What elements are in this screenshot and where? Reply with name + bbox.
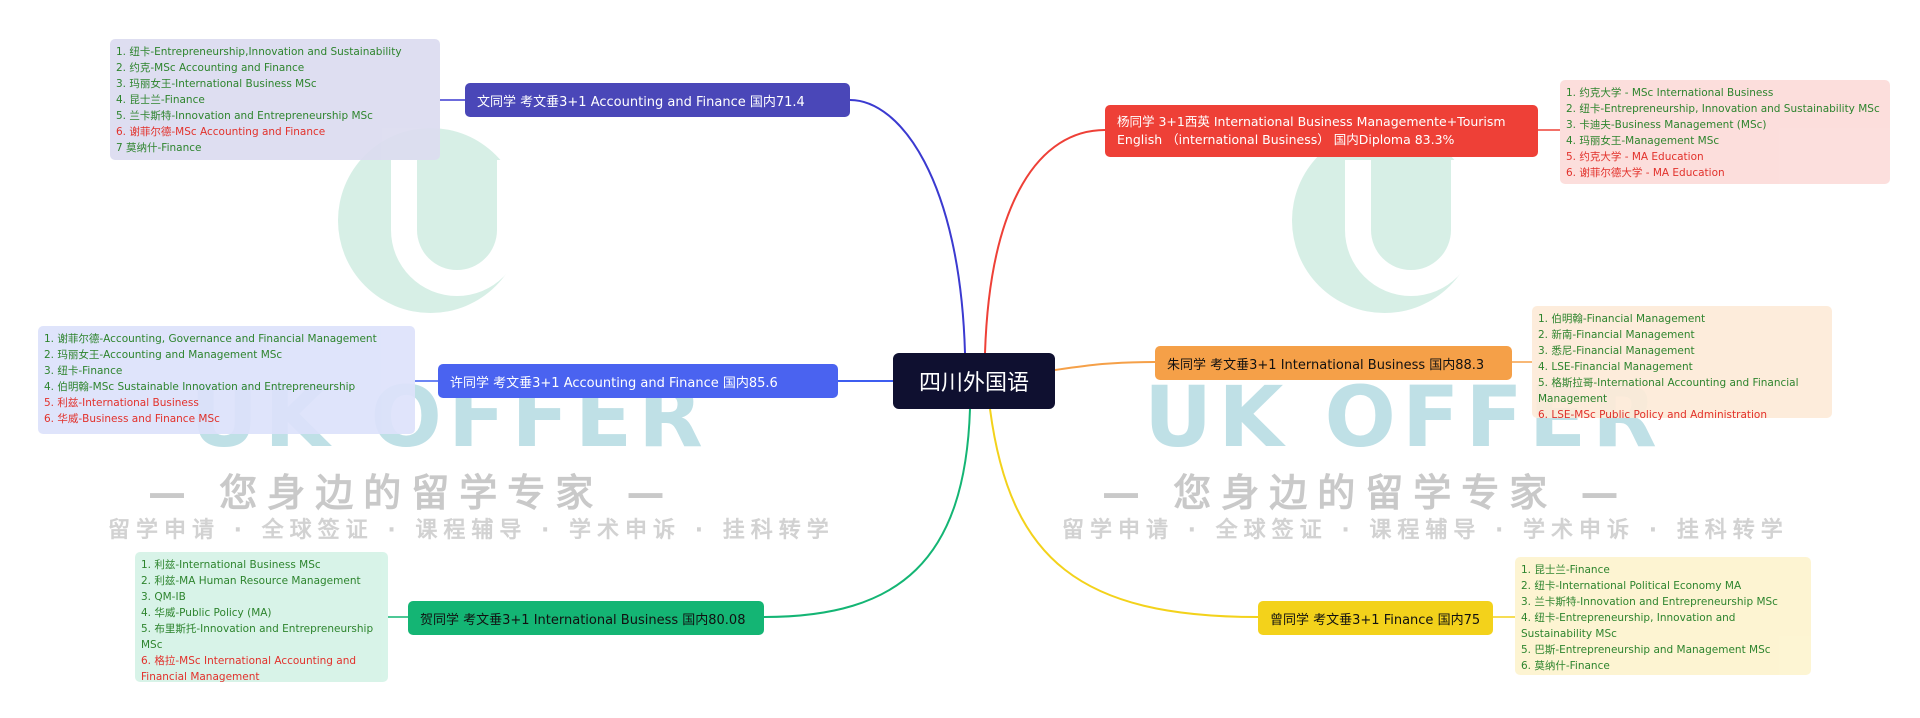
connector-zeng	[989, 408, 1259, 618]
school-list-zeng: 1. 昆士兰-Finance 2. 纽卡-International Politi…	[1515, 557, 1811, 675]
school-item: 1. 纽卡-Entrepreneurship,Innovation and Su…	[116, 46, 402, 58]
school-item: 4. LSE-Financial Management	[1538, 361, 1693, 373]
school-item: 5. 布里斯托-Innovation and Entrepreneurship …	[141, 623, 374, 651]
school-item: 6. 华威-Business and Finance MSc	[44, 413, 220, 425]
school-item: 3. QM-IB	[141, 591, 186, 603]
school-item: 4. 昆士兰-Finance	[116, 94, 205, 106]
branch-node-zhu[interactable]: 朱同学 考文垂3+1 International Business 国内88.3	[1155, 346, 1512, 380]
school-item: 3. 纽卡-Finance	[44, 365, 123, 377]
branch-node-wen[interactable]: 文同学 考文垂3+1 Accounting and Finance 国内71.4	[465, 83, 850, 117]
school-item: 2. 玛丽女王-Accounting and Management MSc	[44, 349, 283, 361]
school-item: 4. 伯明翰-MSc Sustainable Innovation and En…	[44, 381, 356, 393]
school-item: 3. 兰卡斯特-Innovation and Entrepreneurship …	[1521, 596, 1778, 608]
school-item: 6. 莫纳什-Finance	[1521, 660, 1610, 672]
school-list-xu: 1. 谢菲尔德-Accounting, Governance and Finan…	[38, 326, 415, 434]
school-item: 2. 纽卡-International Political Economy MA	[1521, 580, 1742, 592]
school-item: 1. 伯明翰-Financial Management	[1538, 313, 1706, 325]
school-item: 6. LSE-MSc Public Policy and Administrat…	[1538, 409, 1768, 421]
school-item: 2. 利兹-MA Human Resource Management	[141, 575, 361, 587]
school-item: 1. 利兹-International Business MSc	[141, 559, 321, 571]
school-item: 5. 兰卡斯特-Innovation and Entrepreneurship …	[116, 110, 373, 122]
school-item: 6. 格拉-MSc International Accounting and F…	[141, 655, 357, 683]
school-item: 4. 纽卡-Entrepreneurship, Innovation and S…	[1521, 612, 1736, 640]
connector-zhu	[1054, 361, 1156, 371]
school-list-he: 1. 利兹-International Business MSc 2. 利兹-MA…	[135, 552, 388, 683]
school-item: 3. 悉尼-Financial Management	[1538, 345, 1695, 357]
school-item: 6. 谢菲尔德大学 - MA Education	[1566, 167, 1725, 179]
school-item: 7 莫纳什-Finance	[116, 142, 202, 154]
branch-node-he[interactable]: 贺同学 考文垂3+1 International Business 国内80.0…	[408, 601, 764, 635]
connector-he	[763, 408, 971, 618]
connector-wen	[849, 99, 966, 354]
school-item: 4. 玛丽女王-Management MSc	[1566, 135, 1720, 147]
branch-node-zeng[interactable]: 曾同学 考文垂3+1 Finance 国内75	[1258, 601, 1493, 635]
school-list-zhu: 1. 伯明翰-Financial Management 2. 新南-Financi…	[1532, 306, 1832, 421]
school-item: 1. 昆士兰-Finance	[1521, 564, 1610, 576]
center-node[interactable]: 四川外国语	[893, 353, 1055, 409]
school-item: 3. 玛丽女王-International Business MSc	[116, 78, 317, 90]
school-list-yang: 1. 约克大学 - MSc International Business 2. 纽…	[1560, 80, 1890, 184]
school-item: 4. 华威-Public Policy (MA)	[141, 607, 272, 619]
school-item: 2. 约克-MSc Accounting and Finance	[116, 62, 305, 74]
school-item: 3. 卡迪夫-Business Management (MSc)	[1566, 119, 1767, 131]
branch-node-xu[interactable]: 许同学 考文垂3+1 Accounting and Finance 国内85.6	[438, 364, 838, 398]
school-item: 2. 纽卡-Entrepreneurship, Innovation and S…	[1566, 103, 1880, 115]
school-item: 1. 谢菲尔德-Accounting, Governance and Finan…	[44, 333, 377, 345]
school-list-wen: 1. 纽卡-Entrepreneurship,Innovation and Su…	[110, 39, 440, 160]
school-item: 5. 利兹-International Business	[44, 397, 199, 409]
school-item: 6. 谢菲尔德-MSc Accounting and Finance	[116, 126, 326, 138]
connector-yang	[984, 129, 1106, 354]
school-item: 1. 约克大学 - MSc International Business	[1566, 87, 1774, 99]
school-item: 5. 约克大学 - MA Education	[1566, 151, 1704, 163]
school-item: 5. 巴斯-Entrepreneurship and Management MS…	[1521, 644, 1771, 656]
branch-label: 杨同学 3+1西英 International Business Managem…	[1117, 114, 1506, 147]
school-item: 5. 格斯拉哥-International Accounting and Fin…	[1538, 377, 1799, 405]
school-item: 2. 新南-Financial Management	[1538, 329, 1695, 341]
branch-node-yang[interactable]: 杨同学 3+1西英 International Business Managem…	[1105, 105, 1538, 157]
